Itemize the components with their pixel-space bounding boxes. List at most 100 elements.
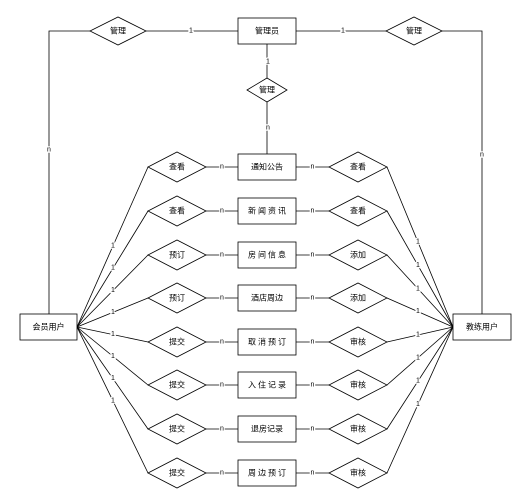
right-manage-relation-label: 管理: [406, 26, 422, 36]
row-1-entity-label: 通知公告: [251, 162, 283, 172]
row-8-member-cardinality: 1: [111, 398, 115, 405]
row-4-member-to-relation-line: [76, 297, 149, 328]
row-7-member-to-relation-line: [76, 326, 149, 430]
row-6-member-cardinality: 1: [111, 353, 115, 360]
row-3-entity-box: [237, 241, 297, 269]
row-1-coach-cardinality: 1: [416, 239, 420, 246]
row-3-coach-relation-label: 添加: [350, 250, 366, 260]
row-1-member-relation-diamond: [147, 151, 207, 183]
admin-entity-box: [237, 17, 297, 45]
shapes-layer: 管理员 管理 管理 管理 会员用户 教练用户 查看通知公告查看查看新闻资讯查看预…: [19, 16, 512, 489]
row-7-entity-box: [237, 415, 297, 443]
row-4-entity-right-cardinality: n: [311, 295, 315, 302]
row-6-member-relation-label: 提交: [169, 380, 185, 390]
coach-user-entity-label: 教练用户: [466, 322, 498, 332]
row-7-member-relation-diamond: [147, 413, 207, 445]
row-7-entity-right-cardinality: n: [311, 426, 315, 433]
admin-entity-label: 管理员: [255, 26, 279, 36]
row-5-member-relation-diamond: [147, 326, 207, 358]
member-left-manage-cardinality: n: [47, 147, 51, 154]
row-1-entity-right-cardinality: n: [311, 164, 315, 171]
row-2-coach-relation-label: 查看: [350, 206, 366, 216]
row-2-relation-to-coach-line: [386, 210, 454, 328]
row-3-entity-right-cardinality: n: [311, 252, 315, 259]
row-3-member-relation-label: 预订: [169, 250, 185, 260]
center-manage-relation-diamond: [246, 77, 288, 103]
edges-layer: [48, 30, 483, 474]
coach-right-manage-cardinality: n: [480, 152, 484, 159]
row-2-member-relation-diamond: [147, 195, 207, 227]
row-1-member-cardinality: 1: [111, 242, 115, 249]
row-2-member-cardinality: 1: [111, 265, 115, 272]
admin-center-manage-cardinality: 1: [266, 59, 270, 66]
row-2-coach-cardinality: 1: [416, 262, 420, 269]
row-2-member-relation-label: 查看: [169, 206, 185, 216]
row-6-relation-to-coach-line: [386, 326, 454, 386]
row-7-entity-label: 退房记录: [251, 424, 283, 434]
row-1-coach-relation-diamond: [328, 151, 388, 183]
member-user-entity-box: [19, 313, 78, 341]
row-8-entity-box: [237, 459, 297, 487]
row-8-entity-label: 周边预订: [248, 468, 288, 478]
row-5-member-cardinality: 1: [111, 331, 115, 338]
notice-center-manage-cardinality: n: [266, 125, 270, 132]
row-8-coach-relation-diamond: [328, 457, 388, 489]
row-7-entity-left-cardinality: n: [220, 426, 224, 433]
row-3-member-cardinality: 1: [111, 287, 115, 294]
row-5-entity-label: 取消预订: [248, 337, 288, 347]
row-1-relation-to-coach-line: [386, 166, 454, 328]
row-5-relation-to-coach-line: [386, 326, 454, 343]
row-5-entity-right-cardinality: n: [311, 339, 315, 346]
row-6-coach-relation-diamond: [328, 369, 388, 401]
row-6-entity-right-cardinality: n: [311, 382, 315, 389]
row-7-member-relation-label: 提交: [169, 424, 185, 434]
row-3-entity-left-cardinality: n: [220, 252, 224, 259]
row-1-coach-relation-label: 查看: [350, 162, 366, 172]
row-5-member-to-relation-line: [76, 326, 149, 343]
center-manage-relation-label: 管理: [259, 85, 275, 95]
right-manage-relation-diamond: [385, 16, 443, 46]
row-1-member-to-relation-line: [76, 166, 149, 328]
row-5-member-relation-label: 提交: [169, 337, 185, 347]
row-7-relation-to-coach-line: [386, 326, 454, 430]
row-6-member-to-relation-line: [76, 326, 149, 386]
row-2-entity-label: 新闻资讯: [248, 206, 288, 216]
row-4-member-cardinality: 1: [111, 309, 115, 316]
row-7-coach-relation-diamond: [328, 413, 388, 445]
row-4-coach-relation-diamond: [328, 282, 388, 314]
row-8-member-to-relation-line: [76, 326, 149, 474]
row-8-member-relation-diamond: [147, 457, 207, 489]
row-3-coach-relation-diamond: [328, 239, 388, 271]
row-8-member-relation-label: 提交: [169, 468, 185, 478]
member-user-entity-label: 会员用户: [33, 322, 65, 332]
row-4-member-relation-diamond: [147, 282, 207, 314]
row-8-entity-left-cardinality: n: [220, 470, 224, 477]
row-8-coach-cardinality: 1: [416, 401, 420, 408]
row-7-member-cardinality: 1: [111, 375, 115, 382]
row-1-entity-box: [237, 153, 297, 181]
row-8-relation-to-coach-line: [386, 326, 454, 474]
row-2-coach-relation-diamond: [328, 195, 388, 227]
row-4-entity-box: [237, 284, 297, 312]
right-manage-to-coach-line: [442, 30, 483, 314]
coach-user-entity-box: [452, 313, 512, 341]
row-6-entity-label: 入住记录: [248, 380, 288, 390]
left-manage-to-member-line: [48, 30, 90, 314]
row-5-entity-box: [237, 328, 297, 356]
row-3-member-to-relation-line: [76, 254, 149, 328]
row-8-coach-relation-label: 审核: [350, 468, 366, 478]
row-5-coach-relation-label: 审核: [350, 337, 366, 347]
row-4-coach-relation-label: 添加: [350, 293, 366, 303]
row-2-member-to-relation-line: [76, 210, 149, 328]
row-1-member-relation-label: 查看: [169, 162, 185, 172]
row-3-relation-to-coach-line: [386, 254, 454, 328]
row-6-entity-box: [237, 371, 297, 399]
row-7-coach-cardinality: 1: [416, 378, 420, 385]
row-5-entity-left-cardinality: n: [220, 339, 224, 346]
row-4-relation-to-coach-line: [386, 297, 454, 328]
row-3-coach-cardinality: 1: [416, 285, 420, 292]
row-2-entity-left-cardinality: n: [220, 208, 224, 215]
row-4-coach-cardinality: 1: [416, 308, 420, 315]
